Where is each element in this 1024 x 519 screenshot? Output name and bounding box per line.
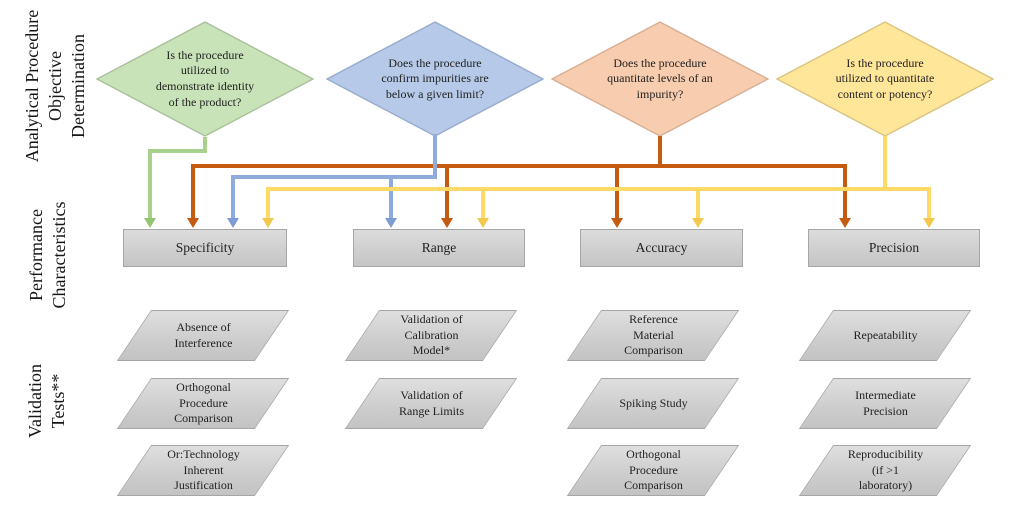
characteristic-box-specificity: Specificity: [123, 229, 287, 267]
connector-segment: [231, 175, 437, 179]
arrowhead-icon: [441, 218, 453, 228]
validation-test-label: Intermediate Precision: [855, 387, 916, 418]
connector-segment: [481, 187, 485, 220]
row-label-validation-tests: Validation Tests**: [25, 364, 68, 438]
row-label-performance-characteristics: Performance Characteristics: [26, 201, 69, 309]
connector-segment: [266, 187, 931, 191]
connector-segment: [266, 187, 270, 220]
characteristic-box-range: Range: [353, 229, 525, 267]
validation-test-label: Validation of Calibration Model*: [400, 312, 463, 358]
validation-test-label: Reproducibility (if >1 laboratory): [847, 447, 924, 493]
diamond-shape: [96, 21, 314, 137]
validation-test-label: Orthogonal Procedure Comparison: [174, 380, 233, 426]
arrowhead-icon: [839, 218, 851, 228]
diamond-question: Does the procedure quantitate levels of …: [607, 55, 713, 101]
diamond-question: Is the procedure utilized to demonstrate…: [155, 47, 255, 109]
arrowhead-icon: [923, 218, 935, 228]
connector-segment: [658, 136, 662, 168]
connector-segment: [927, 187, 931, 220]
connector-segment: [883, 136, 887, 191]
validation-test-label: Absence of Interference: [174, 319, 233, 350]
arrowhead-icon: [385, 218, 397, 228]
validation-test-label: Repeatability: [853, 327, 918, 342]
decision-diamond-impurity-limit: Does the procedure confirm impurities ar…: [326, 21, 544, 137]
decision-diamond-content-potency: Is the procedure utilized to quantitate …: [776, 21, 994, 137]
connector-segment: [191, 164, 847, 168]
connector-segment: [615, 164, 619, 220]
characteristic-box-accuracy: Accuracy: [580, 229, 743, 267]
connector-segment: [148, 149, 207, 153]
connector-segment: [203, 137, 207, 153]
connector-segment: [191, 164, 195, 220]
validation-test-label: Or:Technology Inherent Justification: [167, 447, 240, 493]
arrowhead-icon: [262, 218, 274, 228]
validation-test-label: Orthogonal Procedure Comparison: [624, 447, 683, 493]
diamond-question: Is the procedure utilized to quantitate …: [835, 55, 935, 101]
characteristic-box-precision: Precision: [808, 229, 980, 267]
validation-test-label: Reference Material Comparison: [624, 312, 683, 358]
connector-segment: [843, 164, 847, 220]
arrowhead-icon: [477, 218, 489, 228]
connector-segment: [389, 175, 393, 220]
decision-diamond-identity: Is the procedure utilized to demonstrate…: [96, 21, 314, 137]
arrowhead-icon: [144, 218, 156, 228]
connector-segment: [433, 134, 437, 179]
connector-segment: [231, 175, 235, 220]
connector-segment: [696, 187, 700, 220]
validation-test-label: Spiking Study: [619, 395, 688, 410]
arrowhead-icon: [692, 218, 704, 228]
connector-segment: [148, 149, 152, 220]
validation-test-label: Validation of Range Limits: [399, 387, 464, 418]
arrowhead-icon: [187, 218, 199, 228]
arrowhead-icon: [611, 218, 623, 228]
arrowhead-icon: [227, 218, 239, 228]
decision-diamond-impurity-level: Does the procedure quantitate levels of …: [551, 21, 769, 137]
row-label-objective-determination: Analytical Procedure Objective Determina…: [22, 9, 88, 163]
diamond-question: Does the procedure confirm impurities ar…: [381, 55, 489, 101]
connector-segment: [445, 164, 449, 220]
